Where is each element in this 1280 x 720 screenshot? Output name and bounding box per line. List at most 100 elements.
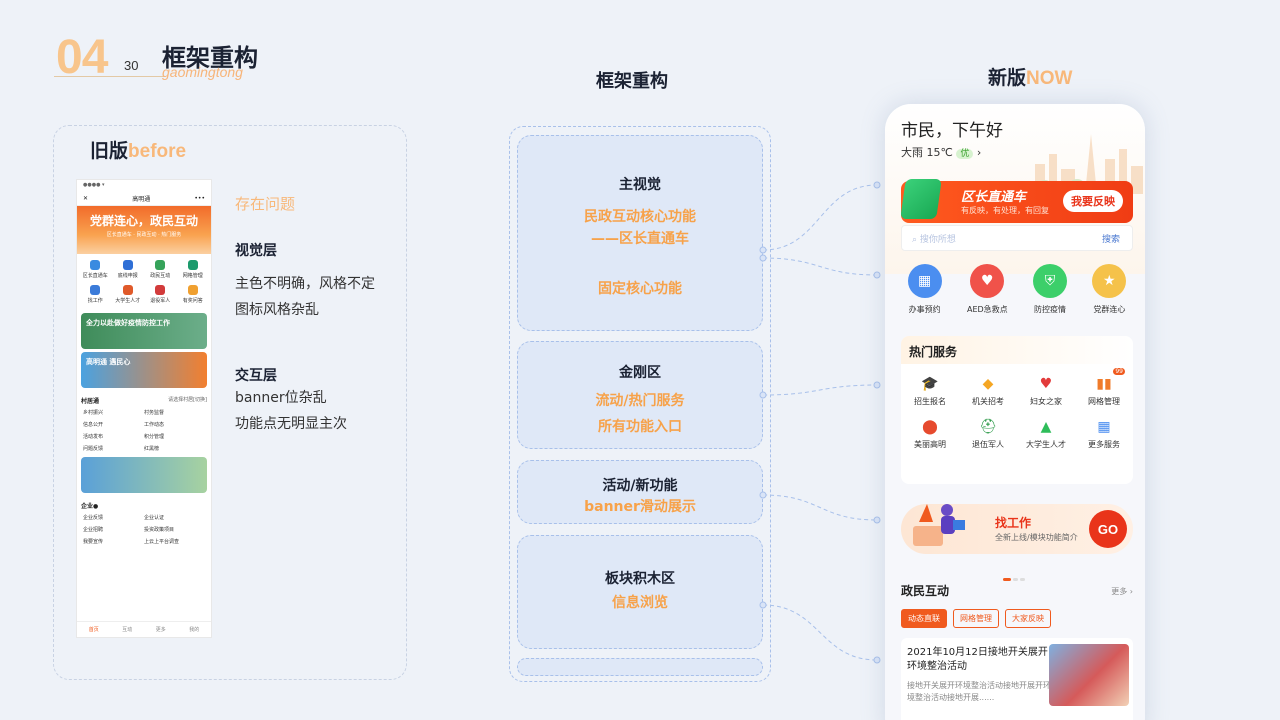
job-illustration <box>913 504 965 546</box>
visual-layer-label: 视觉层 <box>235 243 277 259</box>
block-main-visual: 主视觉 民政互动核心功能 ——区长直通车 固定核心功能 <box>517 135 763 331</box>
news-card[interactable]: 2021年10月12日接地开关展开环境整治活动 接地开关展开环境整治活动接地开展… <box>901 638 1133 720</box>
old-banner-title: 党群连心，政民互动 <box>89 214 198 228</box>
job-subtitle: 全新上线/模块功能简介 <box>995 533 1078 542</box>
gov-more-link[interactable]: 更多 › <box>1111 587 1133 596</box>
quick-item-aed[interactable]: ♥AED急救点 <box>967 264 1008 315</box>
graduate-icon: ▲ <box>1040 419 1052 435</box>
tab-grid[interactable]: 网格管理 <box>953 609 999 628</box>
news-title: 2021年10月12日接地开关展开环境整治活动 <box>907 647 1048 672</box>
list-item[interactable]: 乡村振兴 <box>83 410 104 416</box>
old-app-title: 高明通 <box>132 196 151 203</box>
tab-feedback[interactable]: 大家反映 <box>1005 609 1051 628</box>
list-item[interactable]: 企业招聘 <box>83 527 104 533</box>
hot-item[interactable]: ⛑退伍军人 <box>972 419 1004 449</box>
tab-more[interactable]: 更多 <box>155 627 166 633</box>
block-title: 金刚区 <box>619 365 661 381</box>
hot-item[interactable]: ♥妇女之家 <box>1030 376 1062 406</box>
list-item[interactable]: 我要宣传 <box>83 539 104 545</box>
district-direct-banner[interactable]: 区长直通车 有反映，有处理，有回复 我要反映 <box>900 179 1133 223</box>
block-diamond-zone: 金刚区 流动/热门服务 所有功能入口 <box>517 341 763 449</box>
old-card-promo[interactable]: 高明通 遇民心 <box>81 352 207 388</box>
list-item[interactable]: 村务监督 <box>144 410 165 416</box>
go-button[interactable]: GO <box>1089 510 1127 548</box>
list-item[interactable]: 红黑榜 <box>144 446 160 452</box>
old-grid-item[interactable]: 网格管理 <box>177 260 210 279</box>
gov-interaction-section: 政民互动 更多 › 动态直联 网格管理 大家反映 2021年10月12日接地开关… <box>901 582 1133 720</box>
interaction-layer-label: 交互层 <box>235 368 277 384</box>
old-card-epidemic[interactable]: 全力以赴做好疫情防控工作 <box>81 313 207 349</box>
megaphone-icon <box>900 179 942 219</box>
old-grid-item[interactable]: 退役军人 <box>144 285 177 304</box>
calendar-icon: ▦ <box>907 264 942 298</box>
list-item[interactable]: 企业反馈 <box>83 515 104 521</box>
visual-issue-2: 图标风格杂乱 <box>235 302 319 318</box>
framework-title: 框架重构 <box>596 71 668 92</box>
block-line: 所有功能入口 <box>598 419 682 435</box>
quick-item-epidemic[interactable]: ⛨防控疫情 <box>1033 264 1067 315</box>
block-line: ——区长直通车 <box>591 231 689 247</box>
old-grid-item[interactable]: 底线申报 <box>112 260 145 279</box>
list-item[interactable]: 工作动态 <box>144 422 165 428</box>
hot-item[interactable]: ◆机关招考 <box>972 376 1004 406</box>
block-line: 信息浏览 <box>612 595 668 611</box>
shield-icon: ⛨ <box>1033 264 1067 298</box>
visual-issue-1: 主色不明确，风格不定 <box>235 276 375 292</box>
list-item[interactable]: 上云上平台调查 <box>144 539 180 545</box>
new-app-mockup: 市民，下午好 大雨 15℃ 优 › 区长直通车 有反映，有处理，有回复 我要反映… <box>885 104 1145 720</box>
grid-manage-icon: ▮▮ <box>1096 376 1112 392</box>
list-item[interactable]: 问题反馈 <box>83 446 104 452</box>
tab-home[interactable]: 首页 <box>88 627 99 633</box>
direct-subtitle: 有反映，有处理，有回复 <box>961 206 1049 215</box>
block-continued <box>517 658 763 676</box>
old-icon-grid: 区长直通车 底线申报 政民互动 网格管理 找工作 大学生人才 退役军人 有奖问答 <box>77 254 211 310</box>
tab-mine[interactable]: 我的 <box>189 627 200 633</box>
page-indicator <box>1003 478 1031 481</box>
old-village-list: 乡村振兴 村务监督 信息公开 工作动态 活动发布 积分管理 问题反馈 红黑榜 <box>77 407 211 454</box>
search-button[interactable]: 搜索 <box>1101 235 1120 245</box>
tab-interact[interactable]: 互动 <box>122 627 133 633</box>
job-banner[interactable]: 找工作 全新上线/模块功能简介 GO <box>901 504 1133 554</box>
list-item[interactable]: 活动发布 <box>83 434 104 440</box>
new-version-title: 新版NOW <box>988 63 1072 90</box>
more-icon[interactable]: ••• <box>194 195 205 202</box>
hot-services-title: 热门服务 <box>901 336 1133 364</box>
old-title-main: 旧版 <box>90 140 129 162</box>
interaction-issue-2: 功能点无明显主次 <box>235 416 347 432</box>
old-grid-item[interactable]: 找工作 <box>79 285 112 304</box>
gov-tabs: 动态直联 网格管理 大家反映 <box>901 609 1133 628</box>
weather-info[interactable]: 大雨 15℃ 优 › <box>901 146 982 159</box>
hot-item[interactable]: ▲大学生人才 <box>1026 419 1066 449</box>
quick-item-appointment[interactable]: ▦办事预约 <box>907 264 942 315</box>
briefcase-icon <box>90 285 101 295</box>
interaction-issue-1: banner位杂乱 <box>235 390 327 406</box>
tab-dynamic[interactable]: 动态直联 <box>901 609 947 628</box>
list-item[interactable]: 企业认证 <box>144 515 165 521</box>
air-quality-badge: 优 <box>956 149 974 159</box>
news-photo <box>1049 644 1129 706</box>
old-grid-item[interactable]: 政民互动 <box>144 260 177 279</box>
new-title-main: 新版 <box>988 67 1027 89</box>
old-card-city[interactable] <box>81 457 207 493</box>
list-item[interactable]: 积分管理 <box>144 434 165 440</box>
close-icon[interactable]: ✕ <box>83 195 89 202</box>
old-grid-item[interactable]: 大学生人才 <box>112 285 145 304</box>
old-grid-item[interactable]: 有奖问答 <box>177 285 210 304</box>
chat-icon <box>155 260 166 270</box>
old-nav-bar: ✕ 高明通 ••• <box>77 192 211 206</box>
list-item[interactable]: 投资政策项目 <box>144 527 175 533</box>
quick-item-party[interactable]: ★党群连心 <box>1092 264 1127 315</box>
search-bar[interactable]: ⌕ 搜你所想 搜索 <box>901 225 1133 251</box>
hot-item[interactable]: 🎓招生报名 <box>914 376 946 406</box>
block-line: 民政互动核心功能 <box>584 209 696 225</box>
old-banner[interactable]: 党群连心，政民互动 区长直通车 · 民政互动 · 热门服务 <box>77 206 211 254</box>
old-grid-item[interactable]: 区长直通车 <box>79 260 112 279</box>
block-title: 主视觉 <box>619 177 661 193</box>
block-line: 固定核心功能 <box>598 281 682 297</box>
gov-title: 政民互动 <box>901 584 950 598</box>
hot-item[interactable]: ▦更多服务 <box>1088 419 1120 449</box>
report-button[interactable]: 我要反映 <box>1063 190 1123 212</box>
list-item[interactable]: 信息公开 <box>83 422 104 428</box>
hot-item[interactable]: ⬤美丽高明 <box>914 419 946 449</box>
